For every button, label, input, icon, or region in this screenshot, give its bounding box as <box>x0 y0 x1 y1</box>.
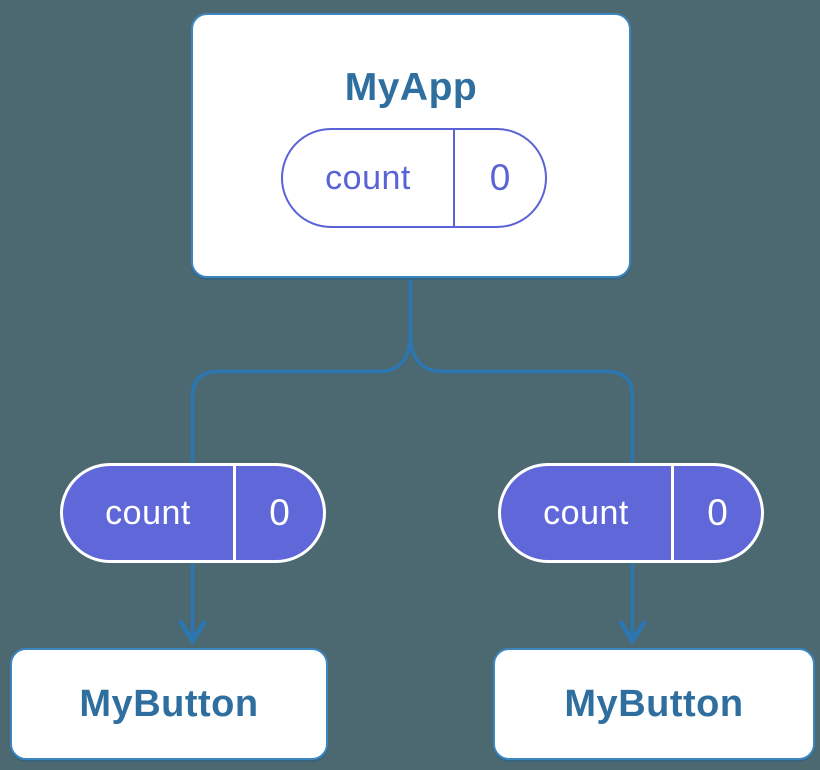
child-component-card-right: MyButton <box>493 648 815 760</box>
state-label: count <box>325 158 411 197</box>
prop-label: count <box>543 493 629 532</box>
arrowhead-right-icon <box>618 619 647 646</box>
prop-label: count <box>105 493 191 532</box>
prop-value-section: 0 <box>671 466 761 560</box>
prop-value: 0 <box>707 492 728 533</box>
root-component-title: MyApp <box>344 66 478 109</box>
prop-value-section: 0 <box>233 466 323 560</box>
child-component-card-left: MyButton <box>10 648 328 760</box>
prop-pill-right: count 0 <box>498 463 764 563</box>
state-value-section: 0 <box>453 130 545 226</box>
prop-label-section: count <box>501 466 671 560</box>
prop-pill-left: count 0 <box>60 463 326 563</box>
prop-label-section: count <box>63 466 233 560</box>
arrowhead-left-icon <box>178 619 207 646</box>
prop-value: 0 <box>269 492 290 533</box>
state-value: 0 <box>489 157 511 198</box>
connector-branch-right <box>408 333 635 636</box>
child-component-title: MyButton <box>79 682 259 725</box>
root-component-card: MyApp count 0 <box>191 13 631 278</box>
state-label-section: count <box>283 130 453 226</box>
child-component-title: MyButton <box>564 682 744 725</box>
connector-branch-left <box>190 333 413 636</box>
root-state-pill: count 0 <box>281 128 547 228</box>
